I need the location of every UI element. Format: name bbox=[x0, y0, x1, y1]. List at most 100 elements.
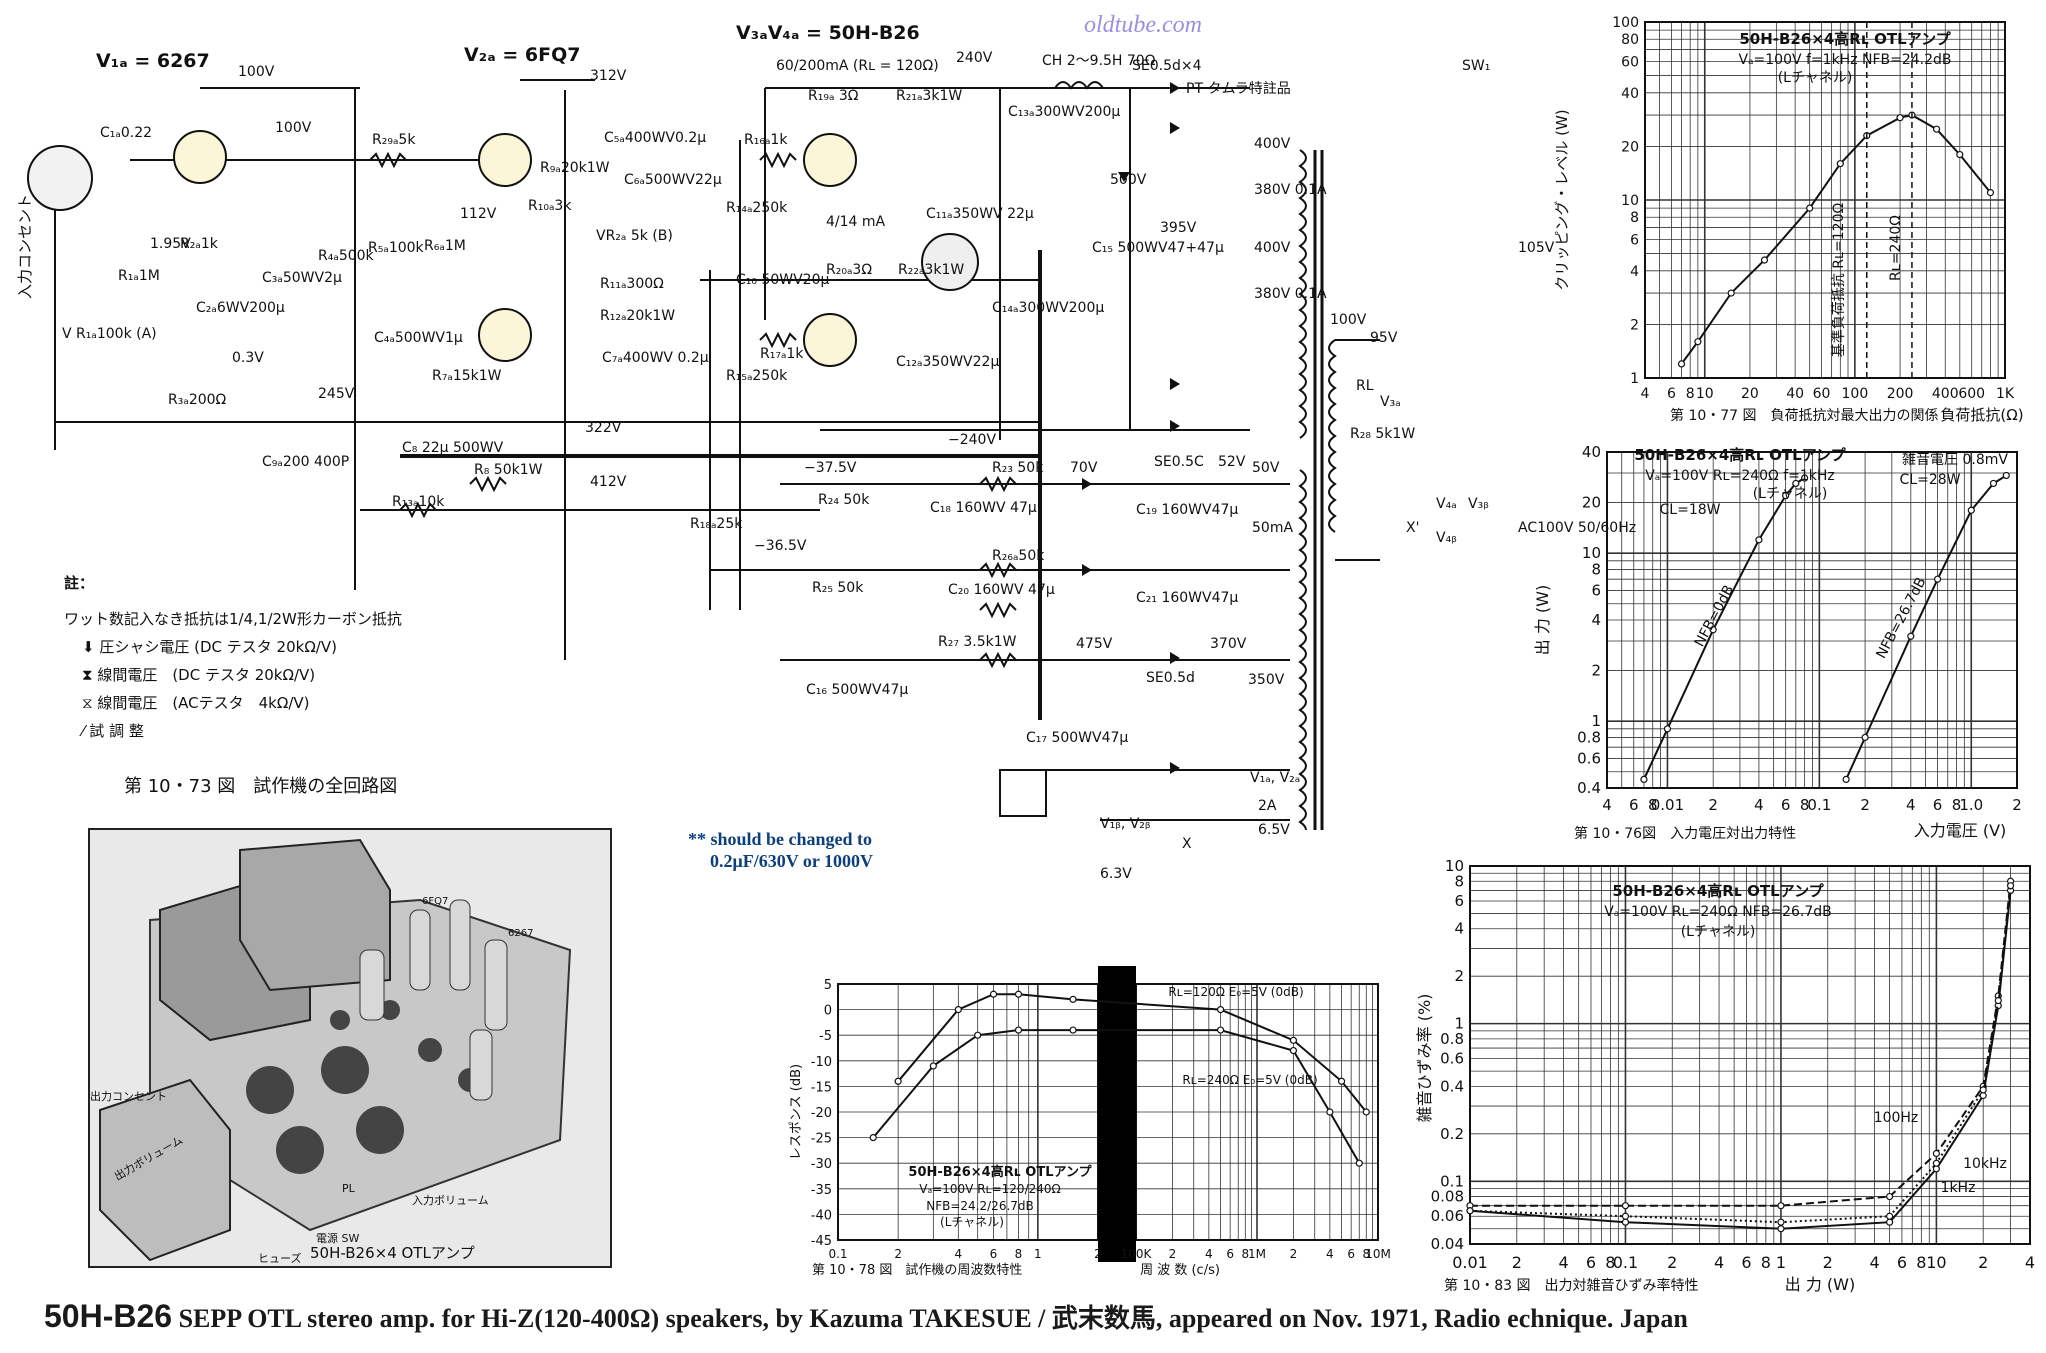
x-tick-label: 10 bbox=[1926, 1253, 1946, 1272]
data-point bbox=[1989, 479, 1998, 488]
schematic bbox=[27, 79, 1380, 830]
x-tick-label: 0.1 bbox=[828, 1247, 847, 1261]
legend-item-dc-line-voltage: ⧗ 線間電圧 (DC テスタ 20kΩ/V) bbox=[82, 664, 315, 685]
x-tick-label: 1 bbox=[1034, 1247, 1042, 1261]
data-point bbox=[1466, 1207, 1474, 1215]
x-tick-label: 2 bbox=[1512, 1253, 1522, 1272]
plot-frame bbox=[1644, 21, 2006, 379]
data-point bbox=[1777, 1218, 1785, 1226]
series-line bbox=[1469, 885, 2012, 1224]
annotation: NFB=0dB bbox=[1692, 583, 1738, 650]
schematic-component-label: VR₂ₐ 5k (B) bbox=[596, 228, 673, 244]
annotation: 基準負荷抵抗 Rʟ=120Ω bbox=[1830, 202, 1847, 357]
schematic-component-label: R₂₃ 50k bbox=[992, 460, 1044, 476]
schematic-component-label: SE0.5d×4 bbox=[1132, 58, 1202, 74]
schematic-component-label: C₁₃ₐ300WV200μ bbox=[1008, 104, 1121, 120]
data-point bbox=[1861, 733, 1869, 742]
schematic-component-label: 95V bbox=[1370, 330, 1398, 346]
schematic-component-label: R₃ₐ200Ω bbox=[168, 392, 227, 408]
data-point bbox=[1694, 338, 1702, 346]
x-tick-label: 200 bbox=[1887, 386, 1914, 402]
plot-frame bbox=[1606, 451, 2018, 789]
y-tick-label: 0.8 bbox=[1440, 1030, 1464, 1048]
y-tick-label: 1 bbox=[1454, 1015, 1464, 1033]
schematic-component-label: V R₁ₐ100k (A) bbox=[62, 326, 157, 342]
schematic-component-label: C₁₈ 160WV 47μ bbox=[930, 500, 1037, 516]
schematic-component-label: 400V bbox=[1254, 136, 1291, 152]
y-tick-label: -10 bbox=[811, 1055, 832, 1070]
schematic-component-label: V₁ₐ, V₂ₐ bbox=[1250, 770, 1301, 786]
y-tick-label: 0.6 bbox=[1440, 1050, 1464, 1068]
schematic-component-label: 240V bbox=[956, 50, 993, 66]
data-point bbox=[1885, 1218, 1894, 1226]
schematic-component-label: R₁₁ₐ300Ω bbox=[600, 276, 664, 292]
data-point bbox=[1842, 775, 1850, 784]
x-tick-label: 20 bbox=[1741, 386, 1759, 402]
x-tick-label: 6 bbox=[1347, 1247, 1355, 1261]
x-tick-label: 2 bbox=[1094, 1247, 1102, 1261]
chart-caption: 第 10・83 図 出力対雑音ひずみ率特性 bbox=[1444, 1277, 1699, 1294]
schematic-component-label: V₃ₐ bbox=[1380, 394, 1401, 410]
schematic-component-label: R₂₁ₐ3k1W bbox=[896, 88, 963, 104]
data-point bbox=[1466, 1202, 1474, 1210]
data-point bbox=[1069, 1026, 1077, 1034]
chart-subtitle: Vₐ=100V Rʟ=240Ω f=1kHz bbox=[1645, 468, 1835, 484]
data-point bbox=[2006, 882, 2015, 890]
y-tick-label: -20 bbox=[811, 1106, 832, 1121]
y-tick-label: 40 bbox=[1582, 443, 1601, 461]
y-tick-label: 8 bbox=[1454, 872, 1464, 890]
schematic-component-label: R₂₂ₐ3k1W bbox=[898, 262, 965, 278]
schematic-component-label: −37.5V bbox=[804, 460, 857, 476]
series-line bbox=[1469, 890, 2012, 1230]
y-tick-label: 100 bbox=[1612, 15, 1639, 31]
schematic-component-label: C₁₉ 160WV47μ bbox=[1136, 502, 1239, 518]
data-point bbox=[1885, 1192, 1894, 1201]
schematic-component-label: SE0.5C bbox=[1154, 454, 1204, 470]
chart-subtitle: (Lチャネル) bbox=[940, 1215, 1004, 1229]
schematic-component-label: SW₁ bbox=[1462, 58, 1491, 74]
schematic-component-label: R₄ₐ500k bbox=[318, 248, 374, 264]
data-point bbox=[1986, 189, 1995, 197]
schematic-component-label: C₁₁ₐ350WV 22μ bbox=[926, 206, 1034, 222]
data-point bbox=[1621, 1202, 1630, 1210]
schematic-component-label: R₂₅ 50k bbox=[812, 580, 864, 596]
chart-subtitle: Vₐ=100V f=1kHz NFB=24.2dB bbox=[1738, 52, 1951, 68]
data-point bbox=[989, 990, 998, 998]
schematic-component-label: R₈ 50k1W bbox=[474, 462, 543, 478]
correction-note-line1: ** should be changed to bbox=[688, 829, 873, 849]
watermark: oldtube.com bbox=[1084, 12, 1202, 38]
schematic-component-label: X' bbox=[1406, 520, 1420, 536]
data-point bbox=[1806, 204, 1814, 212]
y-tick-label: 40 bbox=[1621, 86, 1639, 102]
data-point bbox=[1967, 506, 1975, 514]
data-point bbox=[929, 1062, 937, 1070]
schematic-component-label: 380V 0.1A bbox=[1254, 286, 1327, 302]
series-label: 100Hz bbox=[1874, 1110, 1919, 1126]
schematic-component-label: 50V bbox=[1252, 460, 1280, 476]
legend-item-text: 圧シャシ電圧 (DC テスタ 20kΩ/V) bbox=[99, 638, 337, 656]
chart-caption: 第 10・78 図 試作機の周波数特性 bbox=[812, 1262, 1022, 1278]
schematic-component-label: V₄ᵦ bbox=[1436, 530, 1457, 546]
x-tick-label: 4 bbox=[2025, 1253, 2035, 1272]
x-axis-label: 入力電圧 (V) bbox=[1914, 821, 2007, 840]
data-point bbox=[1979, 1091, 1987, 1100]
data-point bbox=[974, 1031, 982, 1039]
data-point bbox=[1709, 626, 1717, 634]
y-tick-label: 6 bbox=[1454, 892, 1464, 910]
schematic-component-label: R₂₀ₐ3Ω bbox=[826, 262, 873, 278]
schematic-component-label: 0.3V bbox=[232, 350, 264, 366]
x-axis-label: 出 力 (W) bbox=[1785, 1275, 1855, 1294]
x-tick-label: 4 bbox=[1559, 1253, 1569, 1272]
annotation: 雑音電圧 0.8mV bbox=[1902, 451, 2008, 468]
schematic-component-label: 52V bbox=[1218, 454, 1246, 470]
x-tick-label: 100 bbox=[1842, 386, 1869, 402]
data-point bbox=[1932, 1149, 1940, 1158]
schematic-component-label: C₁₀ 50WV20μ bbox=[736, 272, 830, 288]
schematic-component-label: 322V bbox=[585, 420, 622, 436]
x-tick-label: 1.0 bbox=[1959, 796, 1983, 814]
schematic-component-label: C₁₂ₐ350WV22μ bbox=[896, 354, 1000, 370]
schematic-component-label: 100V bbox=[1330, 312, 1367, 328]
y-tick-label: 4 bbox=[1591, 611, 1601, 629]
schematic-component-label: C₅ₐ400WV0.2μ bbox=[604, 130, 707, 146]
y-tick-label: 0 bbox=[824, 1004, 832, 1019]
